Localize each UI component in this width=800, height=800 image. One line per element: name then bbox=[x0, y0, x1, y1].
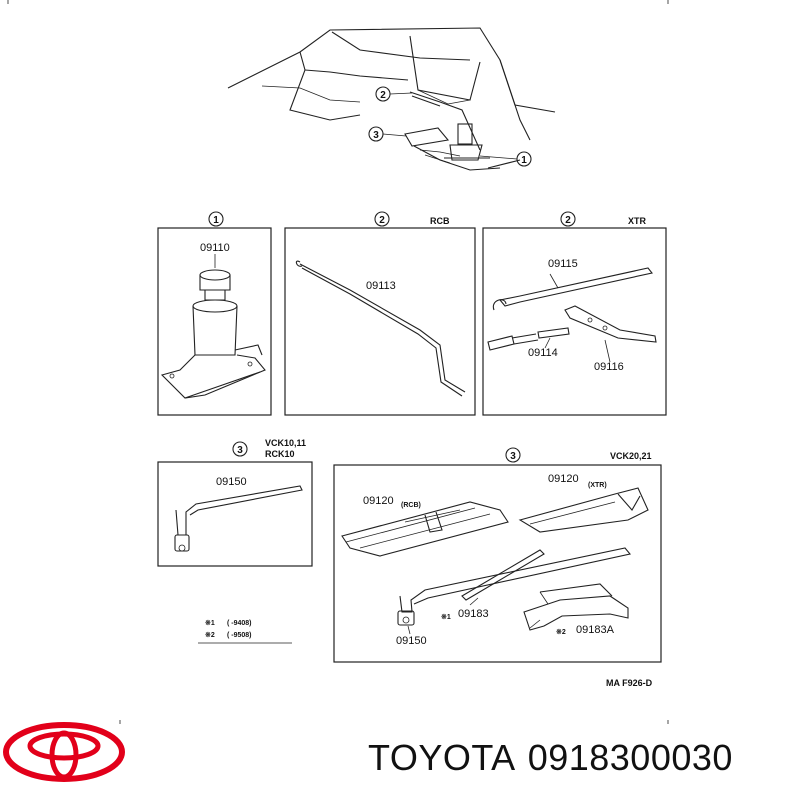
brand-part-number: TOYOTA 0918300030 bbox=[368, 737, 788, 779]
part-label-bag-xtr: 09120 bbox=[548, 473, 579, 485]
svg-text:3: 3 bbox=[237, 445, 243, 456]
box-jack-handle-rcb: 2 RCB 09113 bbox=[284, 211, 476, 416]
handle-set-drawing bbox=[487, 267, 657, 363]
toyota-logo-icon bbox=[3, 722, 125, 782]
part-label-handle-xtr: 09115 bbox=[548, 258, 578, 270]
svg-text:2: 2 bbox=[379, 215, 385, 226]
svg-text:( -9408): ( -9408) bbox=[227, 620, 252, 627]
tool-bag-xtr-drawing bbox=[518, 487, 649, 533]
box-handle-set-xtr: 2 XTR 09115 09114 09116 bbox=[482, 211, 667, 416]
svg-text:1: 1 bbox=[521, 155, 527, 166]
part-label-jack-handle: 09113 bbox=[366, 280, 396, 292]
jack-handle-drawing bbox=[295, 260, 466, 397]
callout-2-overview: 2 bbox=[375, 86, 413, 102]
svg-text:※1: ※1 bbox=[205, 619, 215, 627]
lug-wrench-b-drawing bbox=[397, 547, 632, 635]
part-number: 0918300030 bbox=[527, 737, 733, 778]
tool-bag-rcb-drawing bbox=[341, 501, 509, 557]
vehicle-overview-sketch bbox=[227, 27, 556, 171]
part-label-lug-wrench-a: 09150 bbox=[216, 476, 247, 488]
brand-name: TOYOTA bbox=[368, 737, 516, 778]
svg-text:VCK10,11: VCK10,11 bbox=[265, 438, 306, 448]
part-tag-bag-rcb: (RCB) bbox=[401, 502, 421, 509]
svg-text:2: 2 bbox=[380, 90, 386, 101]
svg-text:RCB: RCB bbox=[430, 216, 450, 226]
legend-ranges: ※1 ( -9408) ※2 ( -9508) bbox=[198, 619, 292, 644]
callout-3-overview: 3 bbox=[368, 126, 407, 142]
part-label-bag-rcb: 09120 bbox=[363, 495, 394, 507]
mark-bar: ※1 bbox=[441, 613, 451, 621]
svg-text:VCK20,21: VCK20,21 bbox=[610, 451, 652, 461]
part-label-jack: 09110 bbox=[200, 242, 230, 254]
jack-drawing bbox=[160, 269, 266, 399]
part-label-holder: 09183A bbox=[576, 624, 615, 636]
svg-text:3: 3 bbox=[373, 130, 379, 141]
box-lug-wrench-vck10: 3 VCK10,11 RCK10 09150 bbox=[157, 438, 313, 567]
svg-text:3: 3 bbox=[510, 451, 516, 462]
part-label-lug-wrench-b: 09150 bbox=[396, 635, 427, 647]
svg-text:2: 2 bbox=[565, 215, 571, 226]
svg-text:XTR: XTR bbox=[628, 216, 647, 226]
part-label-bar: 09183 bbox=[458, 608, 489, 620]
part-label-extension: 09114 bbox=[528, 347, 558, 359]
figure-code: MA F926-D bbox=[606, 678, 653, 688]
svg-text:※2: ※2 bbox=[205, 631, 215, 639]
holder-drawing bbox=[523, 583, 629, 631]
box-tool-set-vck20: 3 VCK20,21 09120 (RCB) 09120 (XTR) 09150 bbox=[333, 447, 662, 663]
part-tag-bag-xtr: (XTR) bbox=[588, 482, 607, 489]
box-jack: 1 09110 bbox=[157, 211, 272, 416]
svg-text:( -9508): ( -9508) bbox=[227, 632, 252, 639]
lug-wrench-a-drawing bbox=[174, 485, 303, 552]
callout-1-overview: 1 bbox=[479, 151, 532, 167]
bar-drawing bbox=[461, 549, 545, 606]
svg-text:RCK10: RCK10 bbox=[265, 449, 295, 459]
svg-text:1: 1 bbox=[213, 215, 219, 226]
part-label-adapter: 09116 bbox=[594, 361, 624, 373]
mark-holder: ※2 bbox=[556, 628, 566, 636]
